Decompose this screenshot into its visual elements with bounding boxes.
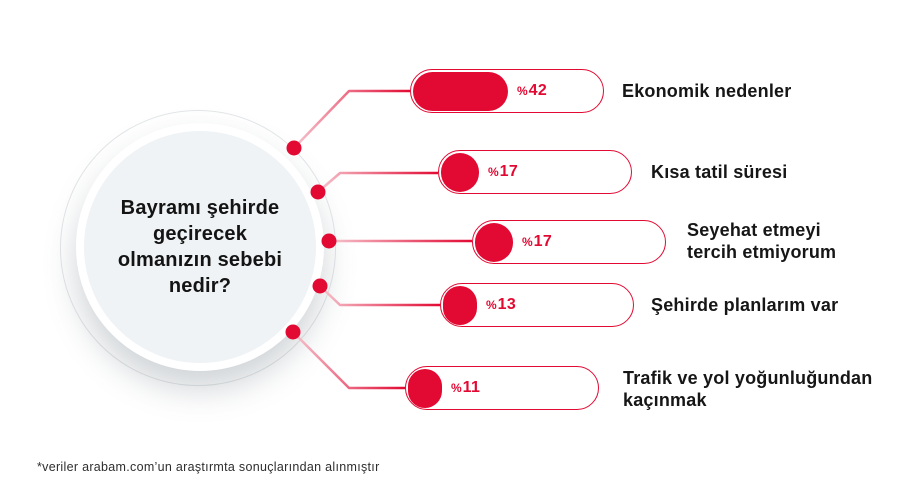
bar-fill-5: [407, 368, 442, 408]
percent-number: 13: [497, 296, 517, 313]
percent-number: 17: [499, 163, 519, 180]
percent-sign: %: [486, 298, 497, 312]
bar-fill-4: [442, 285, 477, 325]
percent-number: 42: [528, 82, 548, 99]
bar-label-5: Trafik ve yol yoğunluğundan kaçınmak: [623, 368, 873, 410]
bar-kisa-tatil-suresi: %17: [438, 150, 632, 194]
bar-value-1: %42: [517, 70, 547, 112]
connector-line-2: [317, 171, 438, 193]
bar-label-2: Kısa tatil süresi: [651, 162, 788, 182]
bar-fill-3: [474, 222, 513, 262]
connector-line-5: [292, 331, 405, 390]
percent-sign: %: [517, 84, 528, 98]
percent-sign: %: [451, 381, 462, 395]
question-title: Bayramı şehirde geçirecek olmanızın sebe…: [117, 197, 283, 297]
bar-seyehat-etmeyi-tercih-etmiyorum: %17: [472, 220, 666, 264]
bar-value-4: %13: [486, 284, 516, 326]
bar-value-2: %17: [488, 151, 518, 193]
source-footnote: *veriler arabam.com’un araştırmta sonuçl…: [37, 460, 380, 474]
bar-value-5: %11: [451, 367, 480, 409]
bar-label-4: Şehirde planlarım var: [651, 295, 839, 315]
bar-sehirde-planlarim-var: %13: [440, 283, 634, 327]
percent-sign: %: [522, 235, 533, 249]
bar-label-3: Seyehat etmeyi tercih etmiyorum: [687, 220, 837, 262]
bar-ekonomik-nedenler: %42: [410, 69, 604, 113]
bar-trafik-yogunlugundan-kacinmak: %11: [405, 366, 599, 410]
bar-fill-1: [412, 71, 508, 111]
percent-sign: %: [488, 165, 499, 179]
connector-line-1: [293, 89, 410, 149]
percent-number: 17: [533, 233, 553, 250]
bar-fill-2: [440, 152, 479, 192]
bar-label-1: Ekonomik nedenler: [622, 81, 792, 101]
question-circle: Bayramı şehirde geçirecek olmanızın sebe…: [76, 123, 324, 371]
percent-number: 11: [462, 379, 481, 396]
bar-value-3: %17: [522, 221, 552, 263]
connector-line-4: [319, 285, 440, 307]
